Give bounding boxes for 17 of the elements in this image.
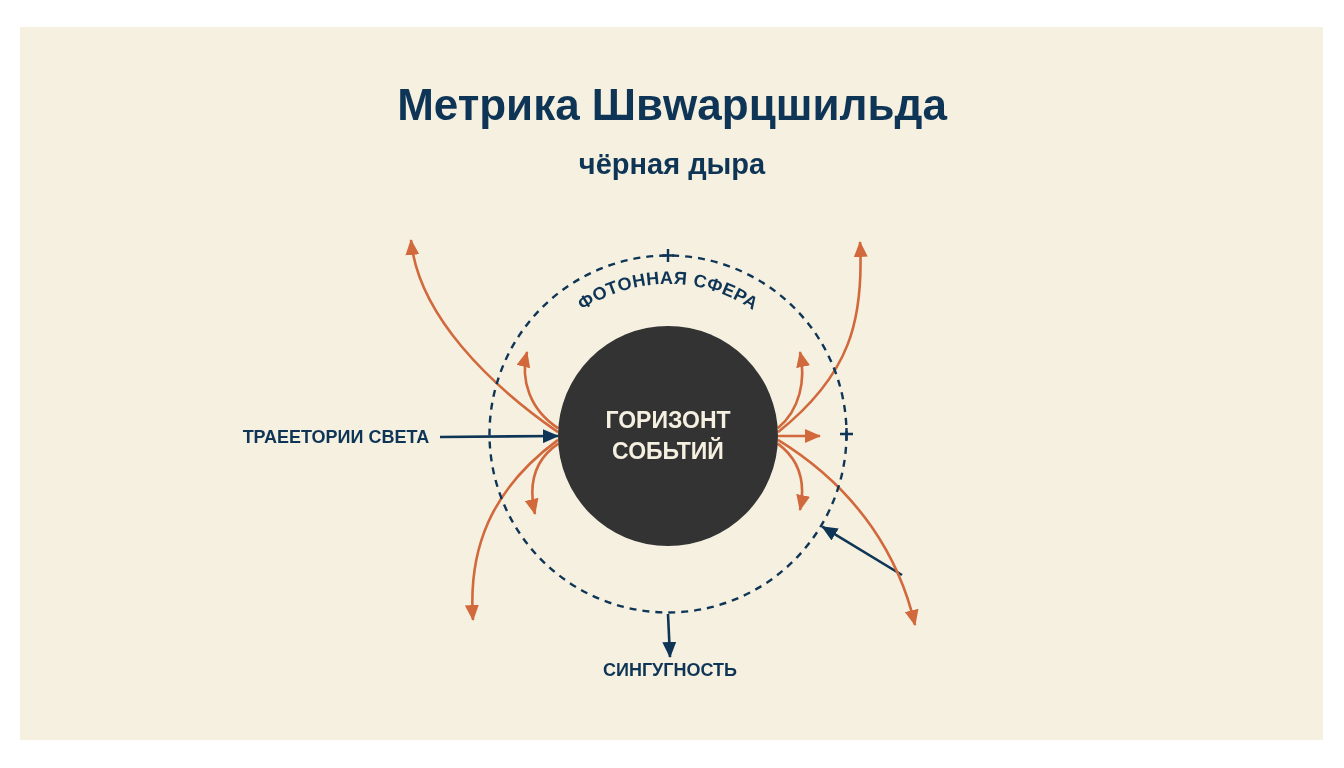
node-label: ГОРИЗОНТ СОБЬТИЙ bbox=[604, 405, 732, 466]
title: Метрика Швwарцшильда bbox=[397, 80, 947, 130]
arrow bbox=[778, 429, 821, 443]
arrow bbox=[406, 239, 559, 434]
arrow bbox=[662, 613, 677, 658]
arrow bbox=[776, 442, 810, 511]
arrow bbox=[465, 438, 559, 621]
arrow bbox=[821, 525, 903, 577]
arrow bbox=[777, 241, 868, 434]
arrow bbox=[525, 442, 560, 515]
arrow bbox=[776, 351, 810, 430]
arrow bbox=[777, 438, 918, 626]
callout-label: СИНГУГНОСТЬ bbox=[603, 659, 737, 681]
arrow bbox=[517, 351, 560, 430]
subtitle: чёрная дыра bbox=[578, 148, 766, 181]
arrow bbox=[440, 429, 559, 444]
callout-label: ТРАЕЕТОРИИ СВЕТА bbox=[242, 426, 430, 448]
